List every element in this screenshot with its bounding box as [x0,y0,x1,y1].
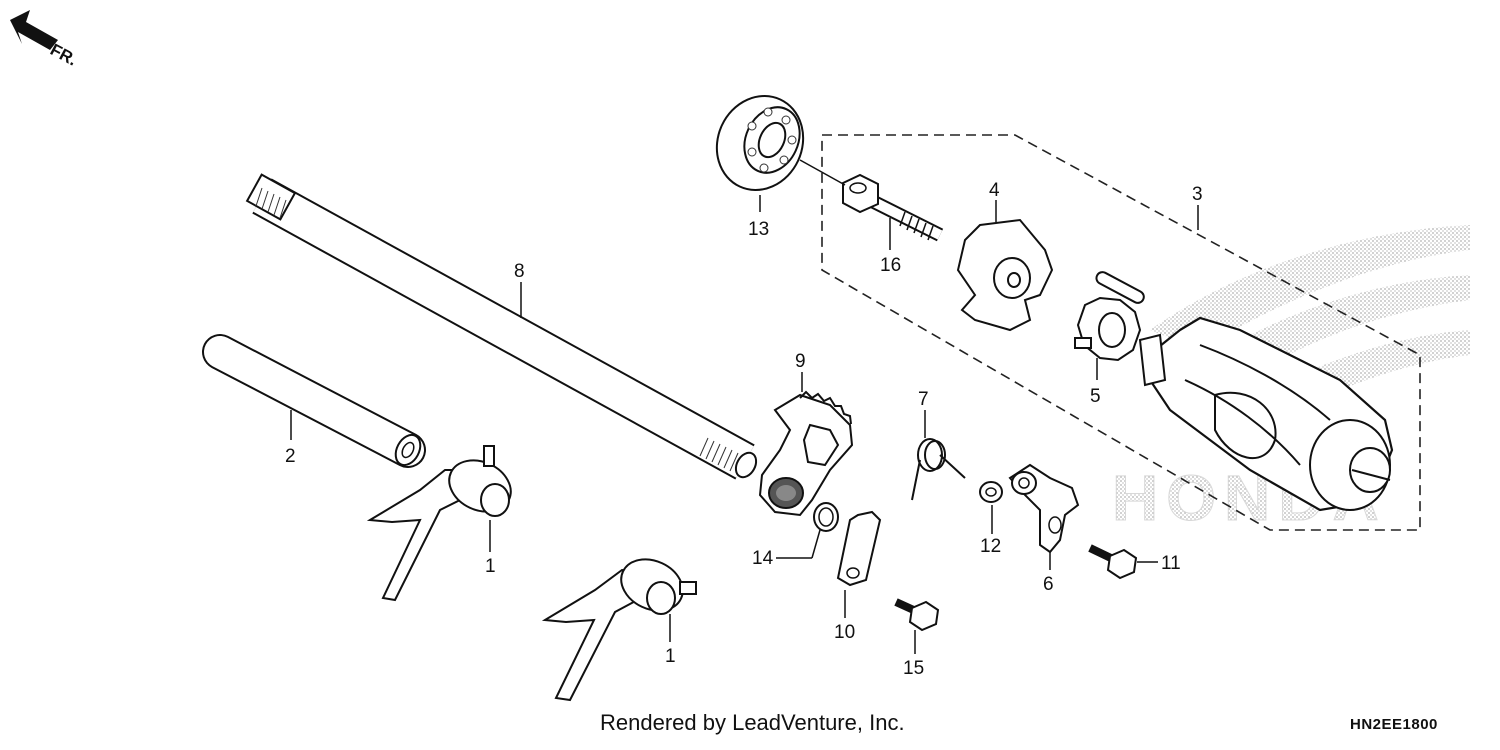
part-13-bearing[interactable] [702,82,819,205]
callout-4: 4 [989,180,1000,201]
callout-7: 7 [918,389,929,410]
callout-5: 5 [1090,386,1101,407]
part-15-bolt[interactable] [894,598,940,632]
callout-2: 2 [285,446,296,467]
part-9-shift-arm[interactable] [758,390,854,517]
part-11-bolt[interactable] [1088,544,1138,580]
callout-16: 16 [880,255,901,276]
assembly-dashed-outline [821,134,1421,531]
callout-15: 15 [903,658,924,679]
part-8-shift-spindle[interactable] [245,173,760,481]
callout-14: 14 [752,548,774,569]
part-2-fork-shaft[interactable] [202,334,426,469]
callout-10: 10 [834,622,855,643]
part-7-return-spring[interactable] [911,438,966,501]
diagram-code: HN2EE1800 [1350,716,1438,733]
part-10-link-plate[interactable] [836,510,882,587]
callout-1-lower: 1 [665,646,676,667]
render-credit: Rendered by LeadVenture, Inc. [600,710,905,735]
callout-9: 9 [795,351,806,372]
part-16-bolt[interactable] [842,173,944,242]
part-5-collar[interactable] [1074,296,1142,362]
callout-11: 11 [1161,553,1181,574]
front-direction-arrow-icon [10,10,58,50]
callout-1-upper: 1 [485,556,496,577]
dowel-pin[interactable] [1094,270,1146,305]
part-14-washer[interactable] [813,502,839,532]
part-12-washer[interactable] [979,481,1003,503]
callout-13: 13 [748,219,769,240]
callout-8: 8 [514,261,525,282]
part-4-drum-center[interactable] [956,218,1054,332]
part-6-stopper-arm[interactable] [1008,463,1080,554]
callout-6: 6 [1043,574,1054,595]
part-1-shift-fork-lower[interactable] [541,550,697,702]
callout-labels: 8 2 1 1 9 14 10 7 12 6 11 15 5 4 3 16 13 [285,180,1203,679]
part-1-shift-fork-upper[interactable] [366,445,519,602]
part-3-shift-drum[interactable] [1138,316,1394,512]
callout-12: 12 [980,536,1001,557]
callout-3: 3 [1192,184,1203,205]
leader-lines [290,159,1199,654]
